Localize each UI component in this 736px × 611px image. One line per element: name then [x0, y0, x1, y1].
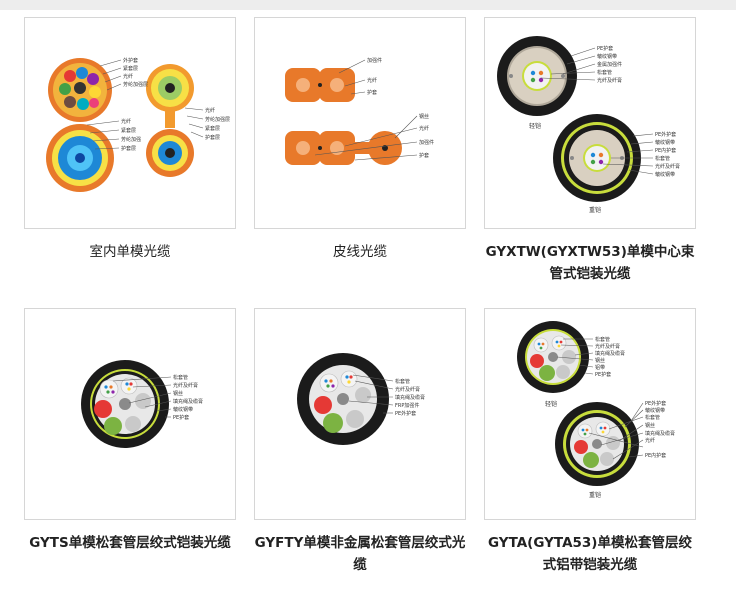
diagram-label: 光纤及纤膏 — [595, 343, 620, 350]
diagram-label: 钢丝 — [173, 390, 183, 397]
diagram-label: 松套管 — [395, 378, 410, 385]
product-image[interactable]: PE护套 皱纹钢带 金属加强件 松套管 光纤及纤膏 轻铠 — [484, 17, 696, 229]
diagram-label: 松套管 — [595, 336, 610, 343]
diagram-label: PE外护套 — [645, 400, 666, 407]
diagram-label: 金属加强件 — [597, 61, 622, 68]
product-caption[interactable]: GYTA(GYTA53)单模松套管层绞式铝带铠装光缆 — [488, 535, 692, 573]
diagram-label: PE护套 — [595, 371, 611, 378]
product-image[interactable]: 加强件 光纤 护套 钢丝 光纤 加强件 护套 — [254, 17, 466, 229]
diagram-label: 护套 — [419, 152, 429, 159]
diagram-label: 光纤 — [367, 77, 377, 84]
diagram-label: 重铠 — [589, 206, 601, 214]
diagram-label: 皱纹钢带 — [645, 407, 665, 414]
diagram-label: 紧套层 — [205, 125, 220, 132]
product-image[interactable]: 松套管 光纤及纤膏 填充绳及缆膏 FRP加强件 PE外护套 — [254, 308, 466, 520]
cable-diagram-gyfty: 松套管 光纤及纤膏 填充绳及缆膏 FRP加强件 PE外护套 — [297, 353, 425, 445]
diagram-label: 光纤 — [419, 125, 429, 132]
diagram-label: 皱纹钢带 — [655, 139, 675, 146]
diagram-label: 光纤及纤膏 — [597, 77, 622, 84]
diagram-label: 松套管 — [645, 414, 660, 421]
diagram-label: 加强件 — [419, 139, 434, 146]
product-caption[interactable]: GYXTW(GYXTW53)单模中心束管式铠装光缆 — [485, 244, 695, 282]
diagram-label: 填充绳及缆膏 — [395, 394, 425, 401]
diagram-label: 外护套 — [123, 57, 138, 64]
diagram-label: 轻铠 — [529, 122, 541, 130]
diagram-label: 轻铠 — [545, 400, 557, 408]
product-image[interactable]: 松套管 光纤及纤膏 填充绳及缆膏 钢丝 铝带 PE护套 轻铠 — [484, 308, 696, 520]
cable-diagram-gyts: 松套管 光纤及纤膏 钢丝 填充绳及缆膏 皱纹钢带 PE护套 — [81, 360, 203, 448]
product-caption[interactable]: 室内单模光缆 — [89, 244, 171, 260]
diagram-label: 铝带 — [595, 364, 605, 371]
diagram-label: 皱纹钢带 — [597, 53, 617, 60]
diagram-label: 松套管 — [173, 374, 188, 381]
diagram-label: 光纤及纤膏 — [395, 386, 420, 393]
diagram-label: PE外护套 — [395, 410, 416, 417]
diagram-label: 填充绳及缆膏 — [645, 430, 675, 437]
diagram-label: 松套管 — [597, 69, 612, 76]
diagram-label: 填充绳及缆膏 — [595, 350, 625, 357]
diagram-label: 光纤 — [123, 73, 133, 80]
diagram-label: 光纤 — [645, 437, 655, 444]
product-image[interactable]: 外护套 紧套层 光纤 芳纶加强层 光纤 芳纶加强层 紧套层 护套层 光纤 紧套层… — [24, 17, 236, 229]
diagram-label: 光纤 — [205, 107, 215, 114]
diagram-label: 紧套层 — [121, 127, 136, 134]
diagram-label: 光纤及纤膏 — [173, 382, 198, 389]
diagram-label: 松套管 — [655, 155, 670, 162]
diagram-label: 芳纶加强层 — [205, 116, 230, 123]
diagram-label: 光纤 — [121, 118, 131, 125]
diagram-label: 护套 — [367, 89, 377, 96]
cable-diagram-indoor: 外护套 紧套层 光纤 芳纶加强层 光纤 芳纶加强层 紧套层 护套层 光纤 紧套层… — [46, 57, 230, 192]
diagram-label: 加强件 — [367, 57, 382, 64]
diagram-label: PE内护套 — [655, 147, 676, 154]
diagram-label: 钢丝 — [595, 357, 605, 364]
diagram-label: 填充绳及缆膏 — [173, 398, 203, 405]
diagram-label: 皱纹钢带 — [173, 406, 193, 413]
diagram-label: PE内护套 — [645, 452, 666, 459]
product-image[interactable]: 松套管 光纤及纤膏 钢丝 填充绳及缆膏 皱纹钢带 PE护套 — [24, 308, 236, 520]
diagram-label: FRP加强件 — [395, 402, 419, 409]
diagram-label: PE外护套 — [655, 131, 676, 138]
diagram-label: 重铠 — [589, 491, 601, 499]
diagram-label: PE护套 — [173, 414, 189, 421]
diagram-label: 护套层 — [121, 145, 136, 152]
diagram-label: 芳纶加强层 — [123, 81, 148, 88]
product-caption[interactable]: GYTS单模松套管层绞式铠装光缆 — [29, 535, 231, 551]
diagram-label: 钢丝 — [645, 422, 655, 429]
top-bar — [0, 0, 736, 10]
cable-diagram-drop: 加强件 光纤 护套 钢丝 光纤 加强件 护套 — [285, 57, 434, 165]
cable-diagram-gyxtw: PE护套 皱纹钢带 金属加强件 松套管 光纤及纤膏 轻铠 — [497, 36, 680, 214]
product-caption[interactable]: 皮线光缆 — [333, 244, 387, 260]
cable-diagram-gyta: 松套管 光纤及纤膏 填充绳及缆膏 钢丝 铝带 PE护套 轻铠 — [517, 321, 675, 499]
diagram-label: 光纤及纤膏 — [655, 163, 680, 170]
product-caption[interactable]: GYFTY单模非金属松套管层绞式光缆 — [254, 535, 466, 573]
diagram-label: 护套层 — [205, 134, 220, 141]
diagram-label: 钢丝 — [419, 113, 429, 120]
diagram-label: 紧套层 — [123, 65, 138, 72]
diagram-label: 芳纶加强 — [121, 136, 141, 143]
diagram-label: PE护套 — [597, 45, 613, 52]
diagram-label: 皱纹钢带 — [655, 171, 675, 178]
